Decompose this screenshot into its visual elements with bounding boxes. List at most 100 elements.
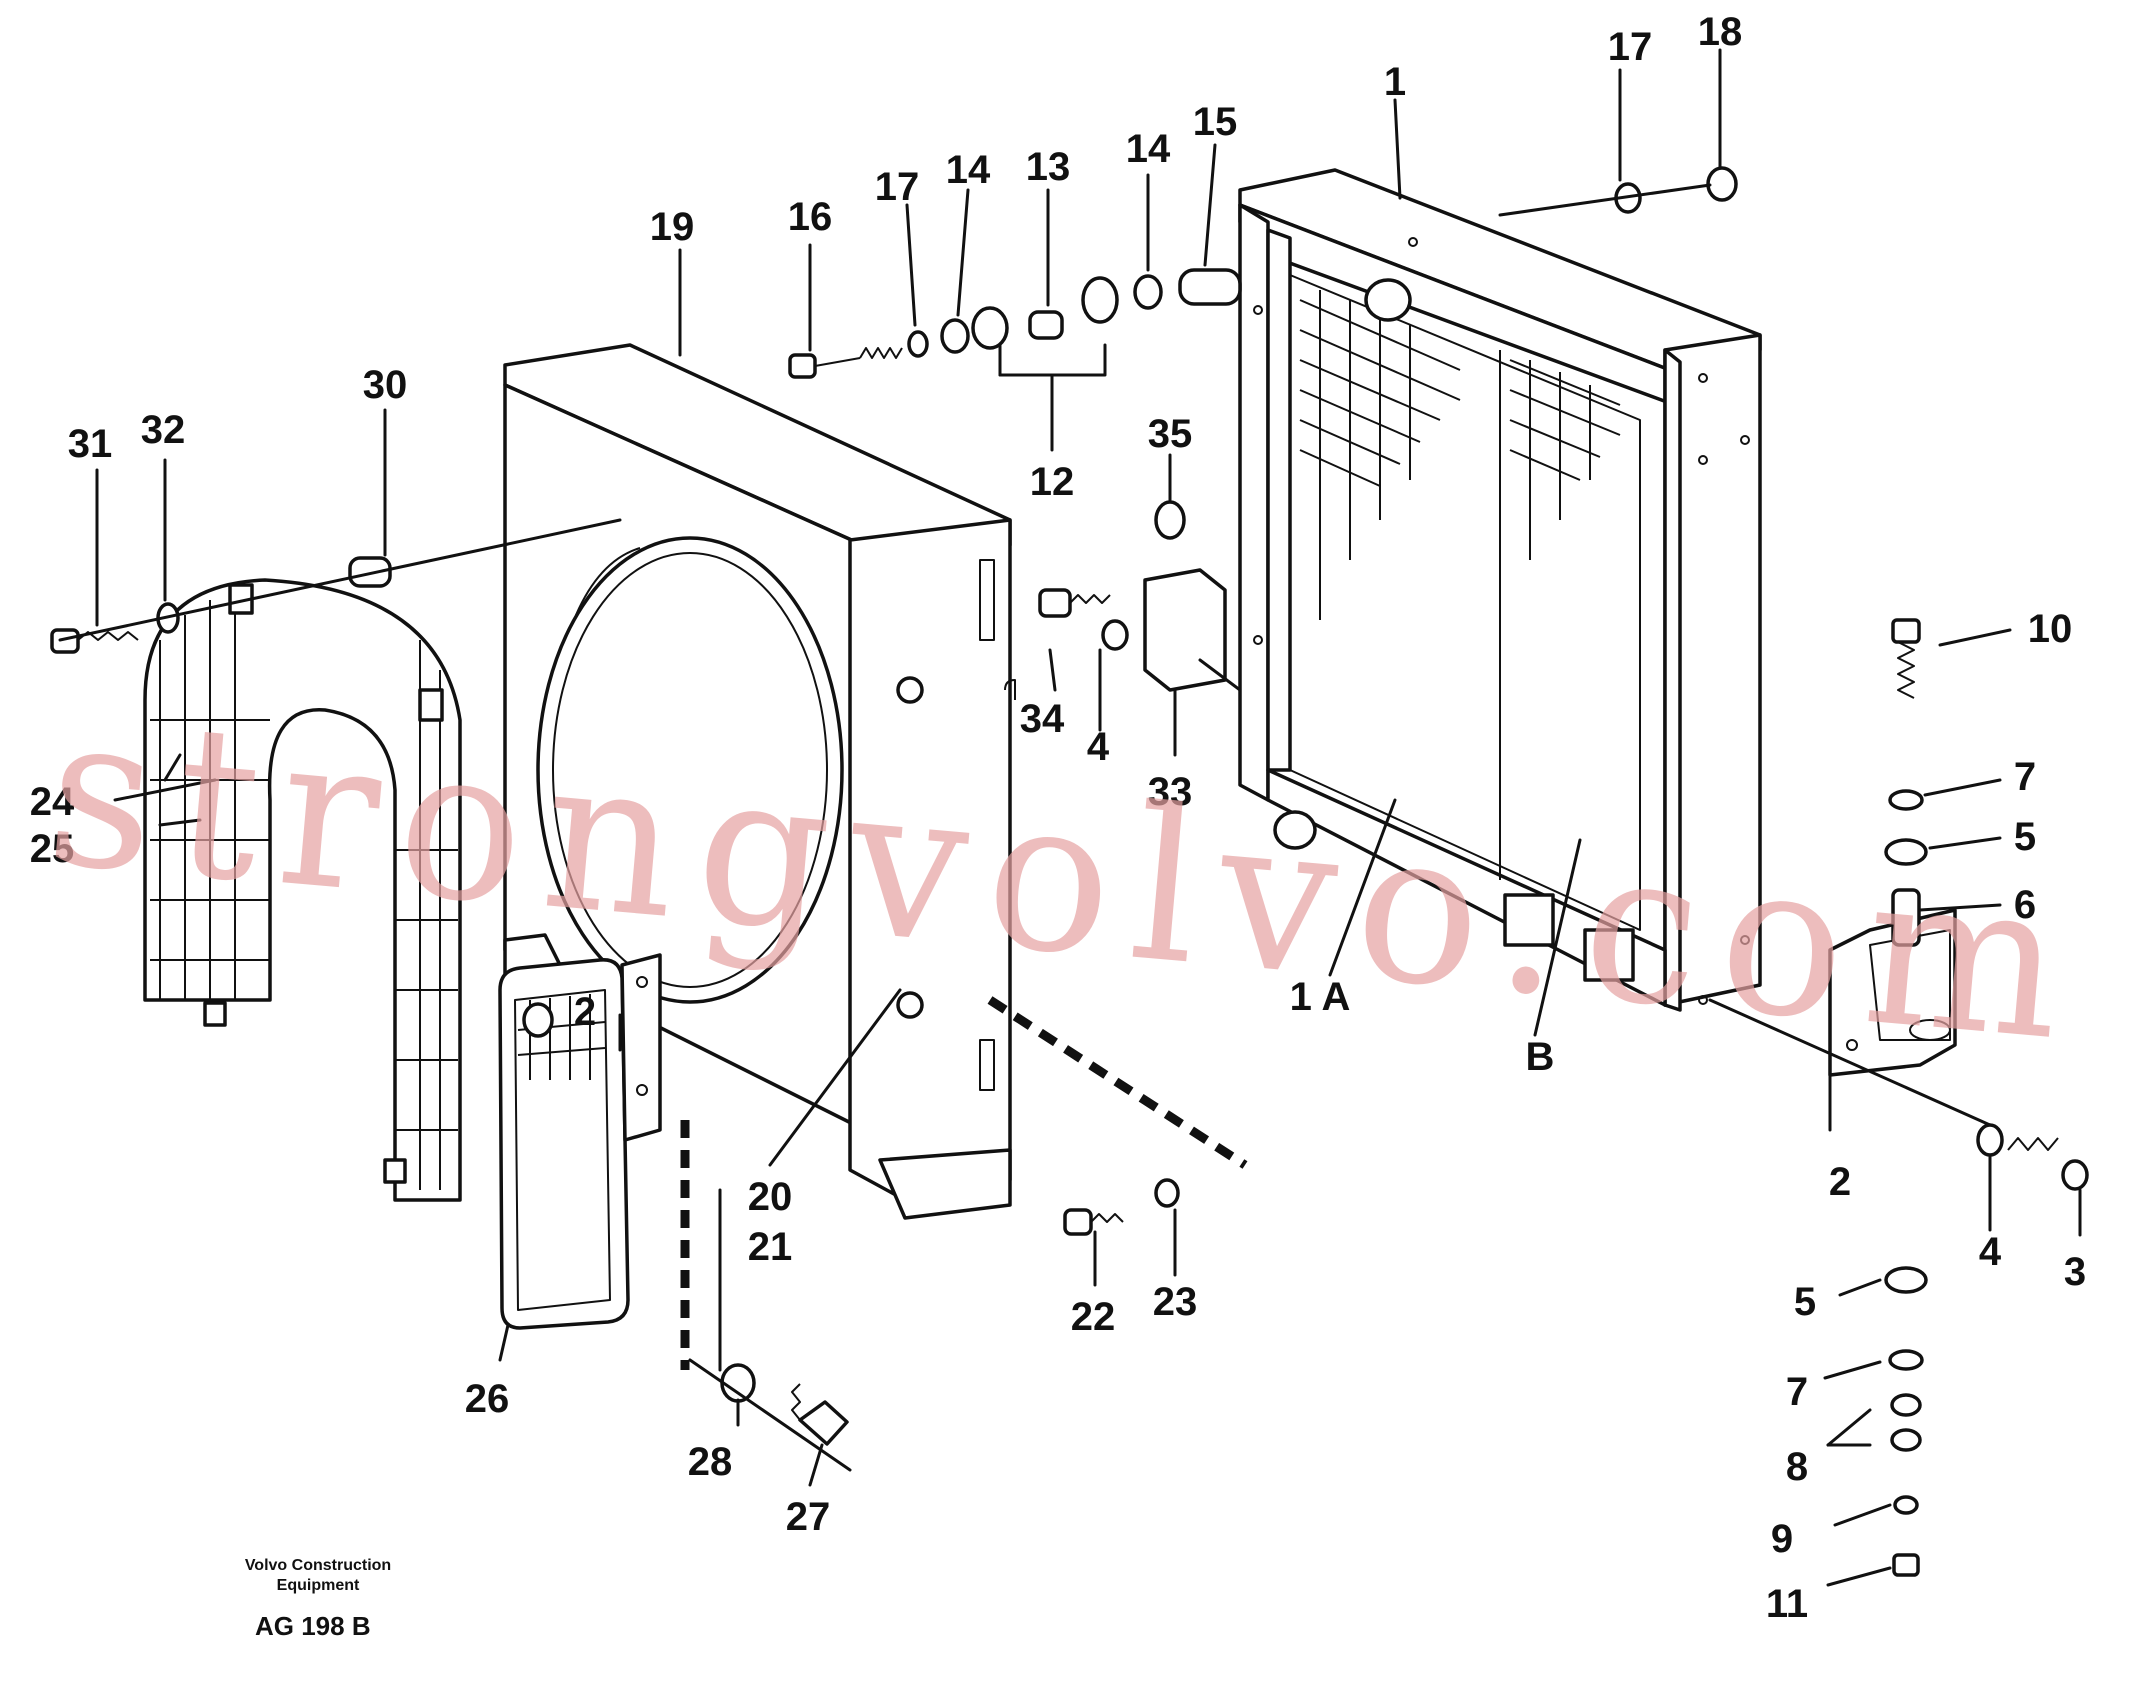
callout-8: 8 (1786, 1445, 1808, 1489)
callout-2-left: 2 (574, 990, 596, 1034)
bolt-22 (1063, 1208, 1093, 1236)
callout-2: 2 (1829, 1160, 1851, 1204)
radiator-assembly (1238, 168, 1762, 1012)
callout-5-lower: 5 (1794, 1280, 1816, 1324)
callout-27: 27 (786, 1495, 831, 1539)
callout-labels: 1 1 A B 2 2 3 4 4 5 5 6 7 7 8 9 10 11 12… (30, 10, 2086, 1626)
washer-14 (940, 318, 970, 354)
upper-hose-neck (1364, 278, 1412, 322)
sleeve-6 (1891, 888, 1921, 947)
shroud-fan-ring (536, 536, 844, 1004)
mounting-hardware-stack (1884, 618, 2089, 1577)
callout-14-right: 14 (1126, 127, 1171, 171)
washer-28 (720, 1363, 756, 1403)
side-panel-flange (620, 953, 662, 1142)
callout-6: 6 (2014, 883, 2036, 927)
callout-34: 34 (1020, 697, 1065, 741)
publisher-line-1: Volvo Construction (245, 1557, 391, 1574)
callout-26: 26 (465, 1377, 510, 1421)
bolt-16 (788, 353, 817, 379)
washer-23 (1154, 1178, 1180, 1208)
callout-16: 16 (788, 195, 833, 239)
callout-10: 10 (2028, 607, 2073, 651)
callout-13: 13 (1026, 145, 1071, 189)
spacer-15 (1178, 268, 1242, 306)
callout-b: B (1526, 1035, 1555, 1079)
callout-30: 30 (363, 363, 408, 407)
callout-12: 12 (1030, 460, 1075, 504)
rubber-mount-5 (1884, 838, 1928, 866)
callout-3: 3 (2064, 1250, 2086, 1294)
fan-shroud (503, 343, 1012, 1220)
callout-35: 35 (1148, 412, 1193, 456)
washer-4-right (1976, 1123, 2004, 1157)
washer-9 (1893, 1495, 1919, 1515)
clip-35 (1154, 500, 1186, 540)
callout-1a: 1 A (1290, 975, 1351, 1019)
nut-18 (1706, 166, 1738, 202)
callout-7: 7 (2014, 755, 2036, 799)
callout-19: 19 (650, 205, 695, 249)
bolt-31 (50, 628, 80, 654)
misc-fasteners (50, 500, 1227, 1446)
bolt-34 (1038, 588, 1072, 618)
washer-17 (907, 330, 929, 358)
callout-22: 22 (1071, 1295, 1116, 1339)
callout-28: 28 (688, 1440, 733, 1484)
callout-4: 4 (1087, 725, 1110, 769)
washer-7-lower (1888, 1349, 1924, 1371)
nut-8 (1890, 1393, 1922, 1417)
nut-11 (1892, 1553, 1920, 1577)
callout-31: 31 (68, 422, 113, 466)
callout-1: 1 (1384, 60, 1406, 104)
radiator-core-mesh (1299, 290, 1621, 880)
washer-14-right (1133, 274, 1163, 310)
callout-9: 9 (1771, 1517, 1793, 1561)
callout-5: 5 (2014, 815, 2036, 859)
rubber-mount-5-lower (1884, 1266, 1928, 1294)
callout-20: 20 (748, 1175, 793, 1219)
washer-4 (1101, 619, 1129, 651)
nut-2-left (522, 1002, 554, 1038)
rubber-bush-12b (1081, 276, 1119, 324)
callout-14: 14 (946, 148, 991, 192)
grille-tab (418, 688, 444, 722)
callout-25: 25 (30, 827, 75, 871)
grille-tab (383, 1158, 407, 1184)
washer-7 (1888, 789, 1924, 811)
leader-lines (58, 48, 2082, 1587)
callout-7-lower: 7 (1786, 1370, 1808, 1414)
bolt-27 (798, 1400, 849, 1446)
shroud-foot (878, 1148, 1012, 1220)
spacer-30 (348, 556, 392, 588)
grille-tab (203, 1001, 227, 1027)
callout-18: 18 (1698, 10, 1743, 54)
watermark-text: strongvolvo.com (39, 667, 2093, 1089)
lower-hose-neck (1273, 810, 1317, 850)
callout-23: 23 (1153, 1280, 1198, 1324)
dashed-assembly-line (987, 996, 1248, 1169)
callout-33: 33 (1148, 770, 1193, 814)
callout-21: 21 (748, 1225, 793, 1269)
callout-17: 17 (875, 165, 920, 209)
figure-code: AG 198 B (255, 1611, 371, 1641)
figure-reference: Volvo Construction Equipment AG 198 B (245, 1557, 391, 1641)
callout-24: 24 (30, 780, 75, 824)
callout-17-top: 17 (1608, 25, 1653, 69)
callout-4-right: 4 (1979, 1230, 2002, 1274)
sleeve-13 (1028, 310, 1064, 340)
fan-guard-grille (143, 578, 462, 1202)
nut-8 (1890, 1428, 1922, 1452)
bolt-head-10 (1891, 618, 1921, 644)
rubber-bush-12a (971, 306, 1009, 350)
callout-15: 15 (1193, 100, 1238, 144)
radiator-bottom-bracket (1503, 893, 1555, 947)
side-panel (498, 953, 662, 1330)
bolt-3 (2061, 1159, 2089, 1191)
callout-32: 32 (141, 408, 186, 452)
publisher-line-2: Equipment (277, 1577, 360, 1594)
callout-11: 11 (1766, 1582, 1808, 1626)
bracket-33 (1143, 568, 1227, 692)
